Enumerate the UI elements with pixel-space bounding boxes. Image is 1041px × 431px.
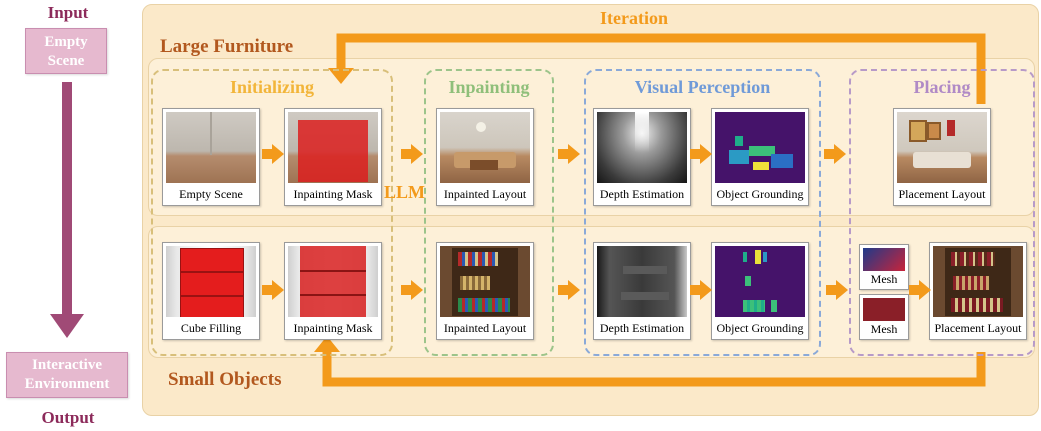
caption: Object Grounding [716,187,804,201]
caption: Object Grounding [716,321,804,335]
caption: Inpainting Mask [293,187,373,201]
thumb-inpainting-mask-large: Inpainting Mask [284,108,382,206]
caption: Mesh [870,322,898,336]
input-empty-scene-box: Empty Scene [25,28,107,74]
iteration-label: Iteration [600,8,668,28]
caption: Placement Layout [934,321,1022,335]
stage-inpainting-title: Inpainting [448,77,530,97]
caption: Depth Estimation [599,187,685,201]
caption: Depth Estimation [599,321,685,335]
thumb-inpainted-layout-small: Inpainted Layout [436,242,534,340]
caption: Cube Filling [180,321,242,335]
caption: Empty Scene [179,187,243,201]
stage-visual-perception-title: Visual Perception [634,77,771,97]
large-furniture-title: Large Furniture [160,36,294,57]
thumb-placement-layout-small: Placement Layout [929,242,1027,340]
stage-visual-perception [584,69,821,356]
thumb-empty-scene: Empty Scene [162,108,260,206]
caption: Mesh [870,272,898,286]
stage-placing-title: Placing [913,77,971,97]
thumb-inpainting-mask-small: Inpainting Mask [284,242,382,340]
caption: Inpainted Layout [443,321,527,335]
thumb-placement-layout-large: Placement Layout [893,108,991,206]
thumb-object-grounding-large: Object Grounding [711,108,809,206]
llm-label: LLM [384,182,426,202]
small-objects-title: Small Objects [168,369,282,390]
caption: Inpainting Mask [293,321,373,335]
stage-placing [849,69,1035,356]
thumb-mesh-1: Mesh [859,244,909,290]
output-label: Output [41,408,95,427]
thumb-cube-filling: Cube Filling [162,242,260,340]
input-label: Input [47,3,89,22]
thumb-mesh-2: Mesh [859,294,909,340]
thumb-depth-estimation-large: Depth Estimation [593,108,691,206]
stage-initializing [151,69,393,356]
caption: Placement Layout [898,187,986,201]
stage-initializing-title: Initializing [229,77,314,97]
caption: Inpainted Layout [443,187,527,201]
thumb-depth-estimation-small: Depth Estimation [593,242,691,340]
input-to-output-arrow [50,82,84,338]
thumb-object-grounding-small: Object Grounding [711,242,809,340]
thumb-inpainted-layout-large: Inpainted Layout [436,108,534,206]
stage-inpainting [424,69,554,356]
output-interactive-environment-box: Interactive Environment [6,352,128,398]
